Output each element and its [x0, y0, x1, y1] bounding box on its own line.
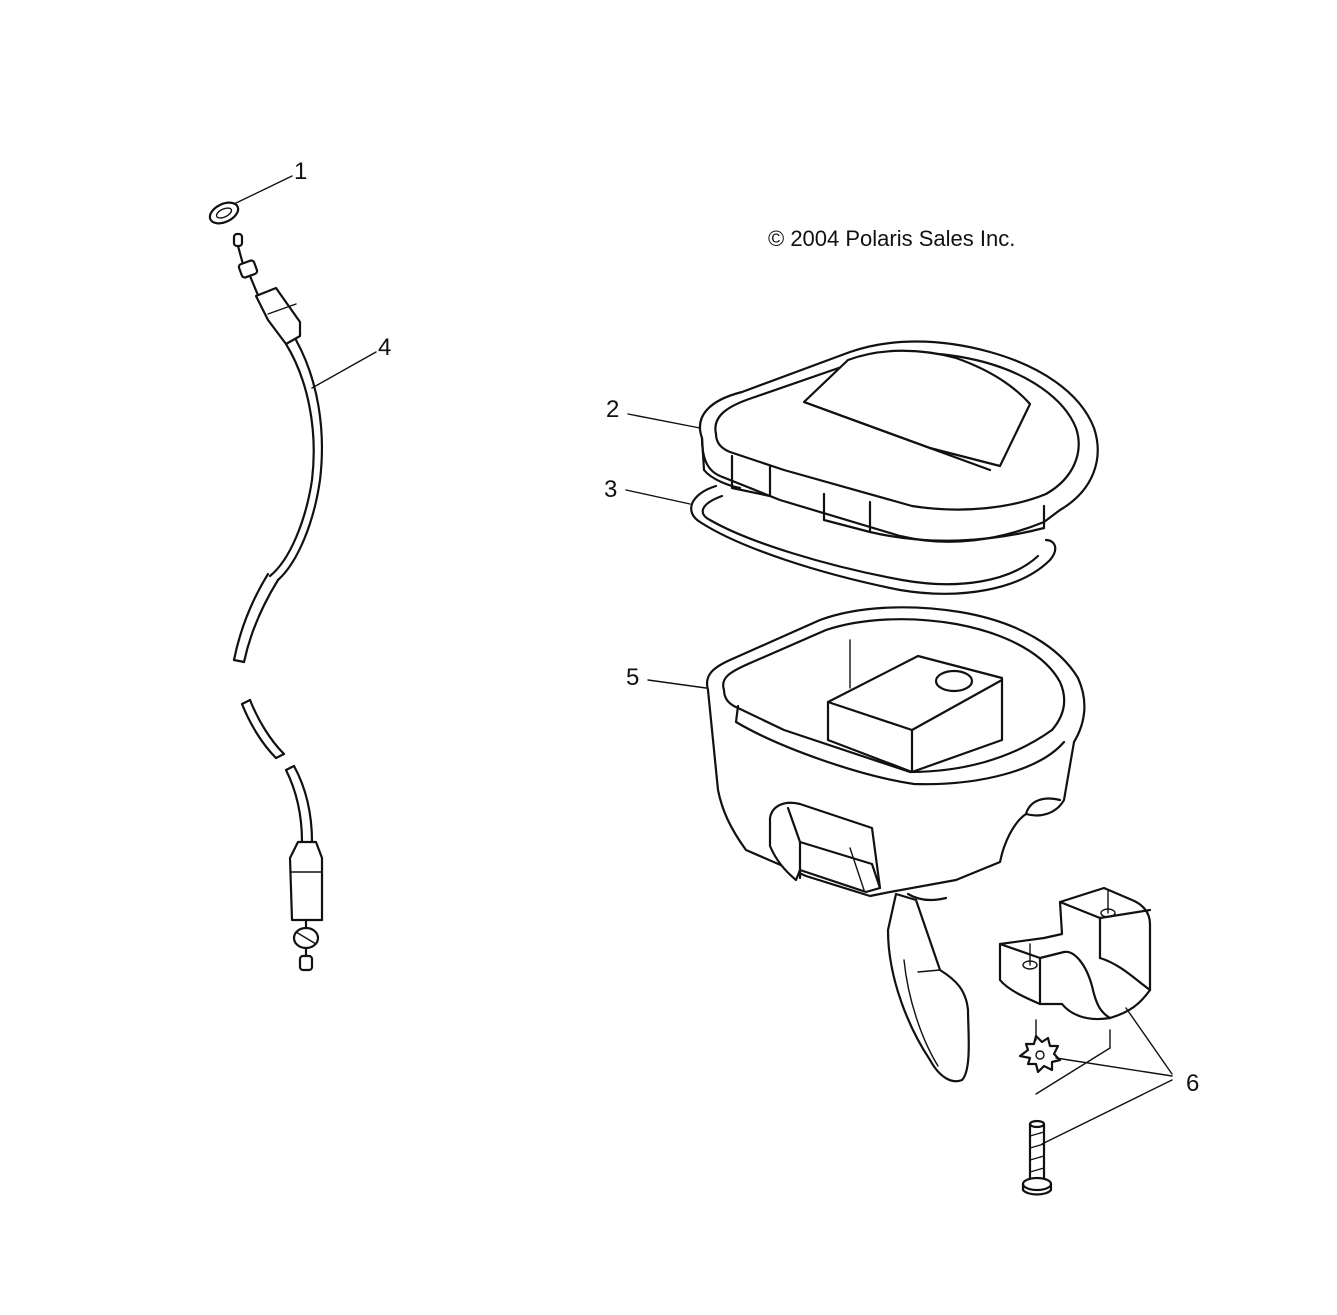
callout-label-4: 4	[378, 334, 392, 361]
leader-lines	[233, 175, 1173, 1145]
leader-line-6c	[1041, 1079, 1173, 1145]
part-2-cover	[699, 340, 1099, 543]
leader-line-3	[625, 489, 691, 505]
leader-line-6e	[1035, 1047, 1111, 1095]
leader-line-6a	[1125, 1007, 1173, 1075]
leader-line-5	[647, 679, 707, 689]
part-3-gasket	[690, 484, 1057, 595]
callout-label-5: 5	[626, 664, 640, 691]
callout-label-2: 2	[606, 396, 620, 423]
callout-label-6: 6	[1186, 1070, 1200, 1097]
leader-line-2	[627, 413, 701, 429]
leader-line-1	[233, 175, 293, 205]
leader-line-4	[311, 351, 377, 389]
callout-label-3: 3	[604, 476, 618, 503]
part-4-cable	[232, 232, 324, 972]
part-5-housing	[705, 606, 1086, 1083]
leader-line-6b	[1055, 1057, 1173, 1077]
callout-label-1: 1	[294, 158, 308, 185]
copyright-text: © 2004 Polaris Sales Inc.	[768, 226, 1016, 251]
part-1-o-ring	[208, 201, 240, 225]
part-6-clamp-hardware	[998, 886, 1152, 1196]
